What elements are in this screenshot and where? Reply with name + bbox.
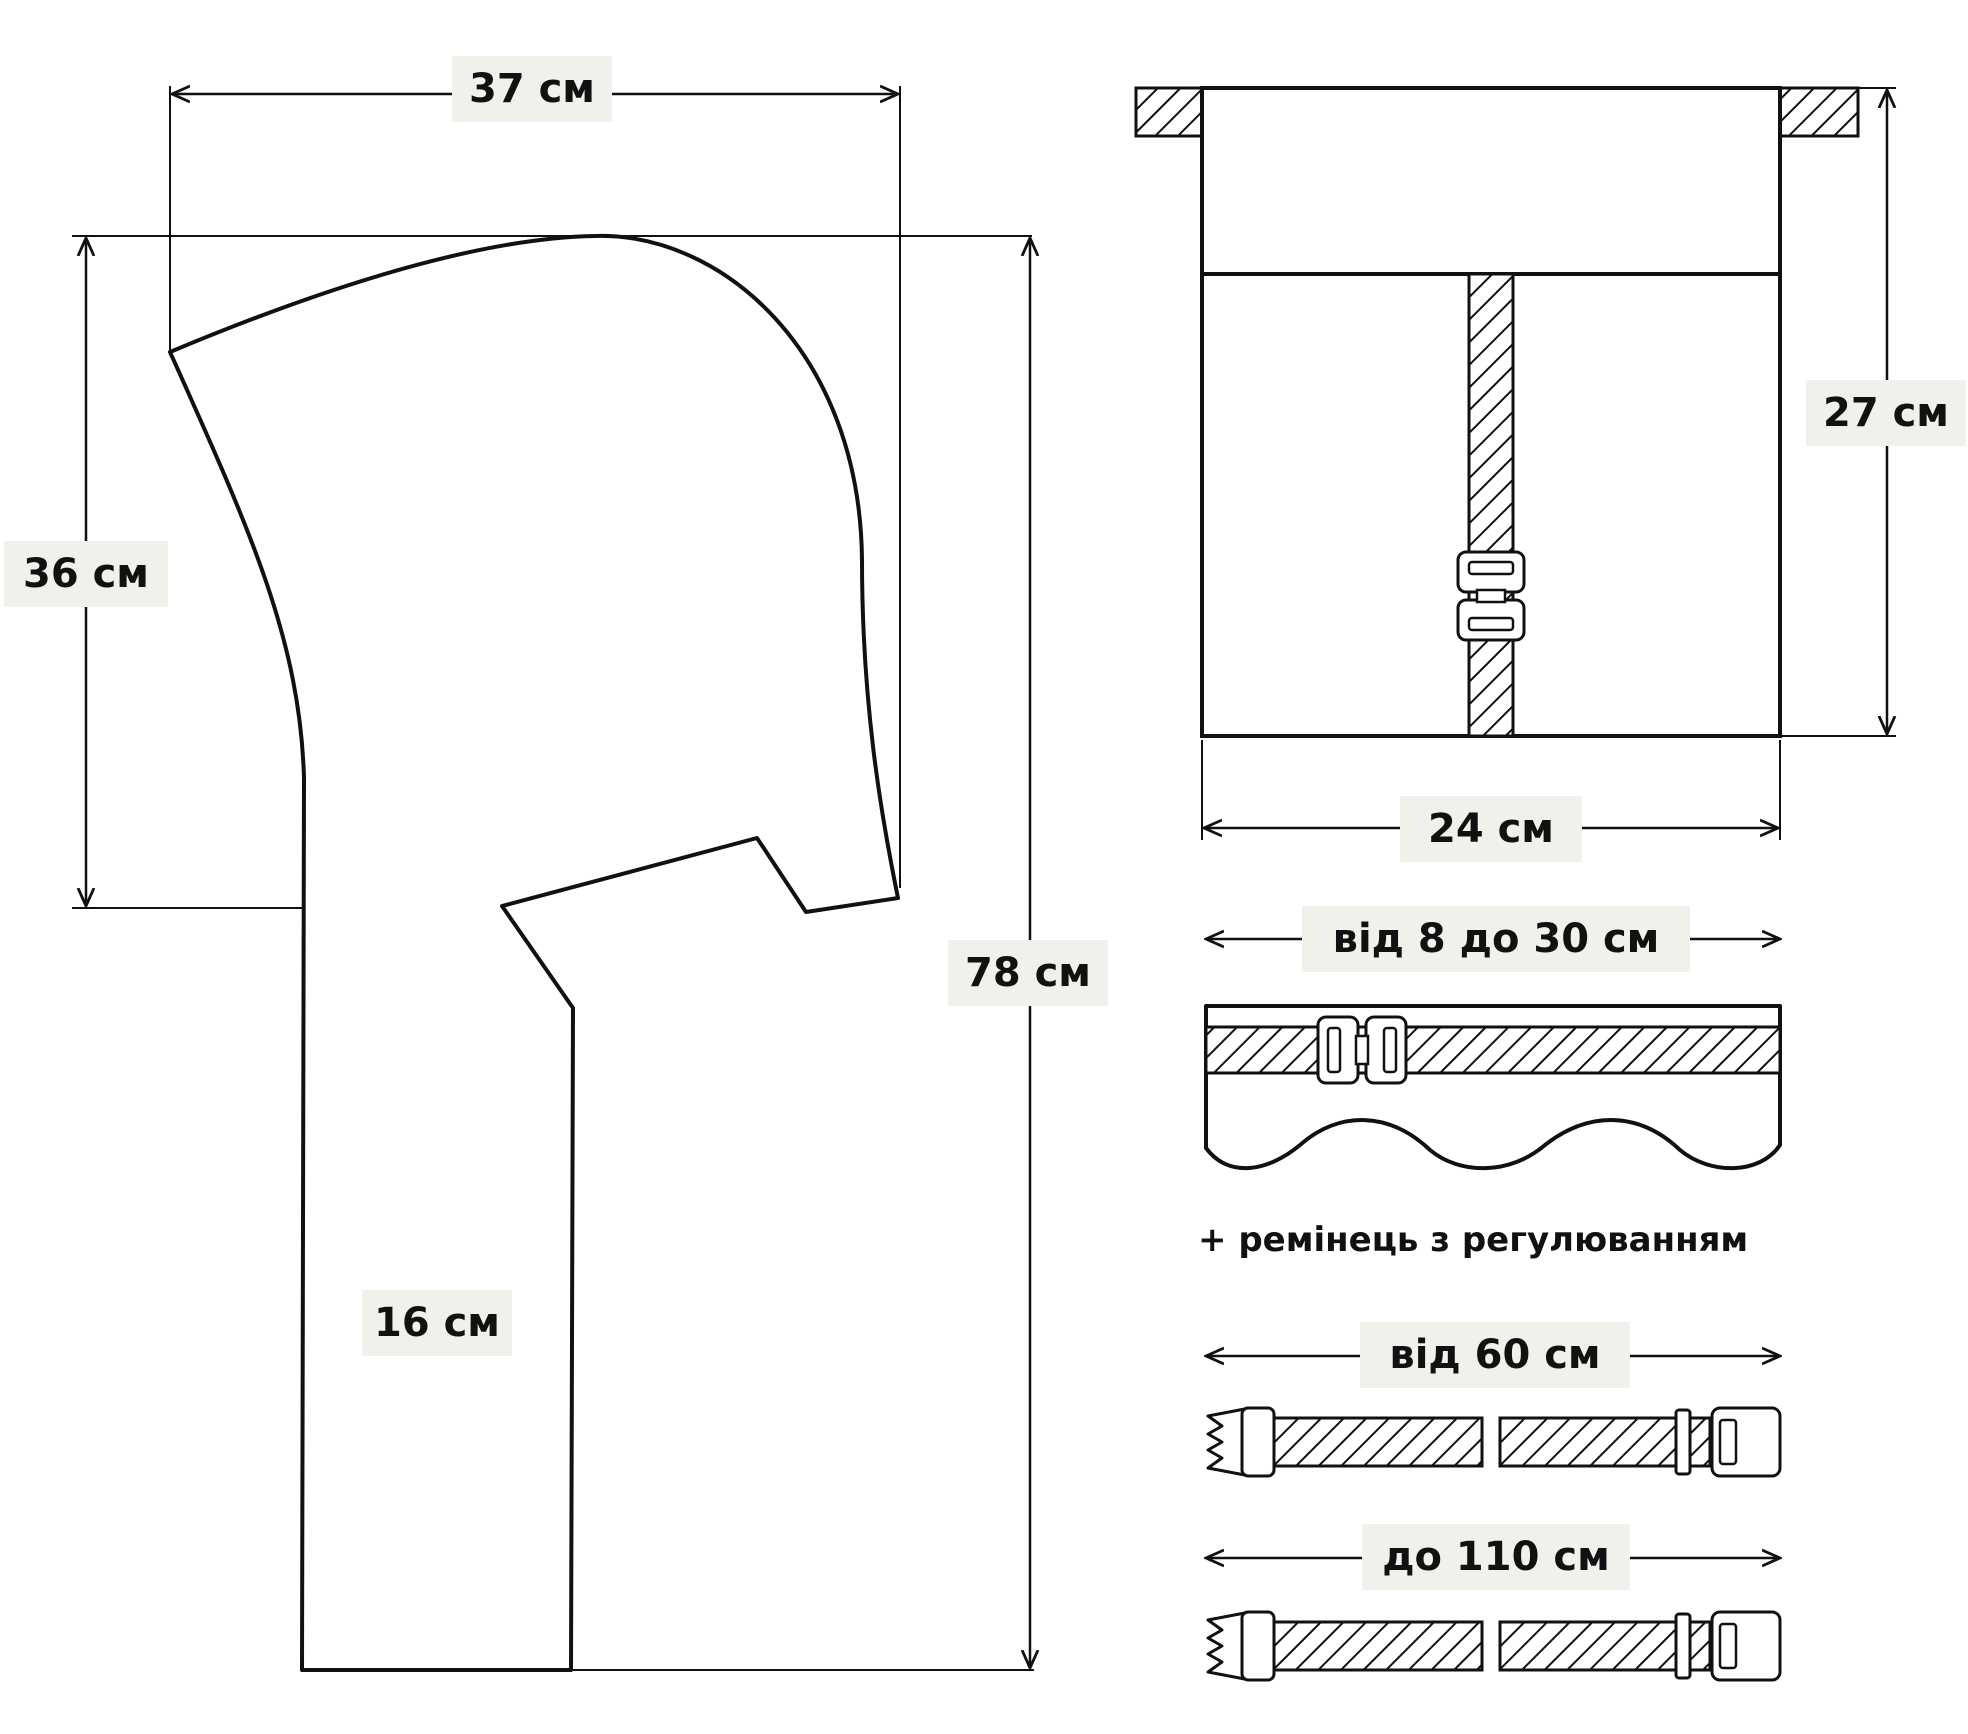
bag-strap: [1467, 272, 1515, 738]
mount-hatch-left: [1134, 86, 1204, 138]
label-bag-width: 24 см: [1400, 796, 1582, 862]
hood-scarf-outline: [168, 233, 900, 1672]
label-strap-adjust: від 8 до 30 см: [1302, 906, 1690, 972]
label-total-length: 78 см: [948, 940, 1108, 1006]
belt-max-drawing: [1206, 1610, 1782, 1682]
label-belt-max: до 110 см: [1362, 1524, 1630, 1590]
mount-hatch-right: [1778, 86, 1860, 138]
bag-drawing: [1134, 86, 1860, 738]
adjustable-strap-note: + ремінець з регулюванням: [1198, 1220, 1749, 1260]
label-hood-width: 37 см: [452, 56, 612, 122]
label-belt-min: від 60 см: [1360, 1322, 1630, 1388]
label-scarf-width: 16 см: [362, 1290, 512, 1356]
belt-min-drawing: [1206, 1406, 1782, 1478]
label-bag-height: 27 см: [1806, 380, 1966, 446]
strap-band: [1204, 1025, 1782, 1075]
strap-drawing: [1204, 1004, 1782, 1171]
label-hood-height: 36 см: [4, 541, 168, 607]
